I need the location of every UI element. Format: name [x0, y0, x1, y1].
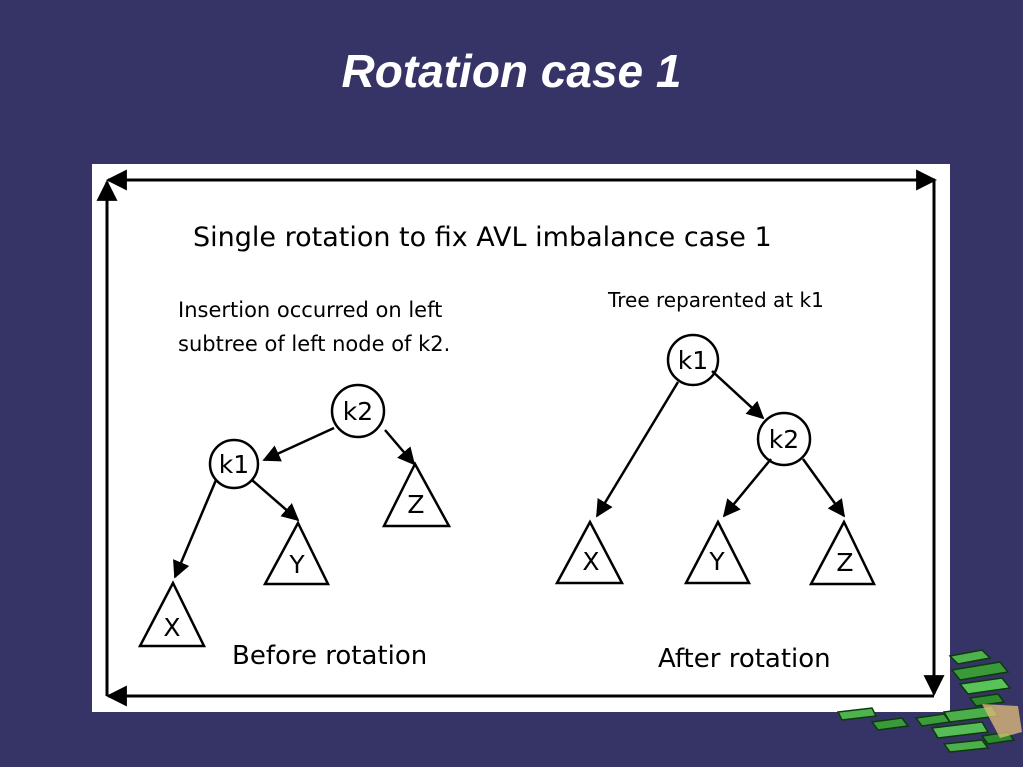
subtree-y-after [683, 519, 752, 585]
slide-title: Rotation case 1 [341, 45, 682, 97]
edge-k2-z [801, 458, 846, 518]
subtree-z-after [808, 519, 876, 586]
subtree-y-after-label: Y [708, 547, 725, 576]
after-note: Tree reparented at k1 [607, 288, 824, 312]
subtree-y-before-label: Y [288, 550, 305, 579]
subtree-x-after-label: X [582, 547, 599, 576]
edge-k1-k2 [711, 370, 765, 420]
edge-k2-y [722, 458, 772, 518]
node-k1-before [208, 438, 260, 490]
before-tree [137, 383, 452, 648]
green-blocks-decoration [836, 649, 1022, 753]
edge-k2-z [384, 429, 416, 466]
edge-k2-k1 [262, 426, 335, 462]
subtree-z-before-label: Z [407, 490, 424, 519]
subtree-x-after [554, 519, 625, 585]
before-note-line1: Insertion occurred on left [178, 298, 442, 322]
subtree-z-after-label: Z [836, 548, 853, 577]
subtree-z-before [381, 461, 452, 528]
before-note-line2: subtree of left node of k2. [178, 332, 450, 356]
edge-k1-x [173, 479, 218, 579]
node-k2-after [756, 411, 812, 467]
avl-rotation-figure: Single rotation to fix AVL imbalance cas… [92, 164, 950, 712]
before-caption: Before rotation [232, 641, 427, 671]
subtree-x-before [137, 580, 207, 648]
node-k1-after [666, 333, 720, 387]
node-k2-before-label: k2 [343, 397, 373, 426]
node-k1-after-label: k1 [678, 346, 708, 375]
subtree-y-before [262, 520, 331, 586]
node-k2-before [330, 383, 386, 439]
frame-arrows [96, 169, 945, 707]
diagram-heading: Single rotation to fix AVL imbalance cas… [193, 222, 772, 253]
subtree-x-before-label: X [163, 613, 180, 642]
edge-k1-x [595, 381, 680, 518]
edge-k1-y [251, 479, 300, 522]
node-k2-after-label: k2 [769, 425, 799, 454]
diagram-canvas: Single rotation to fix AVL imbalance cas… [96, 169, 945, 707]
after-tree [554, 333, 876, 586]
node-k1-before-label: k1 [219, 450, 249, 479]
after-caption: After rotation [658, 644, 831, 674]
